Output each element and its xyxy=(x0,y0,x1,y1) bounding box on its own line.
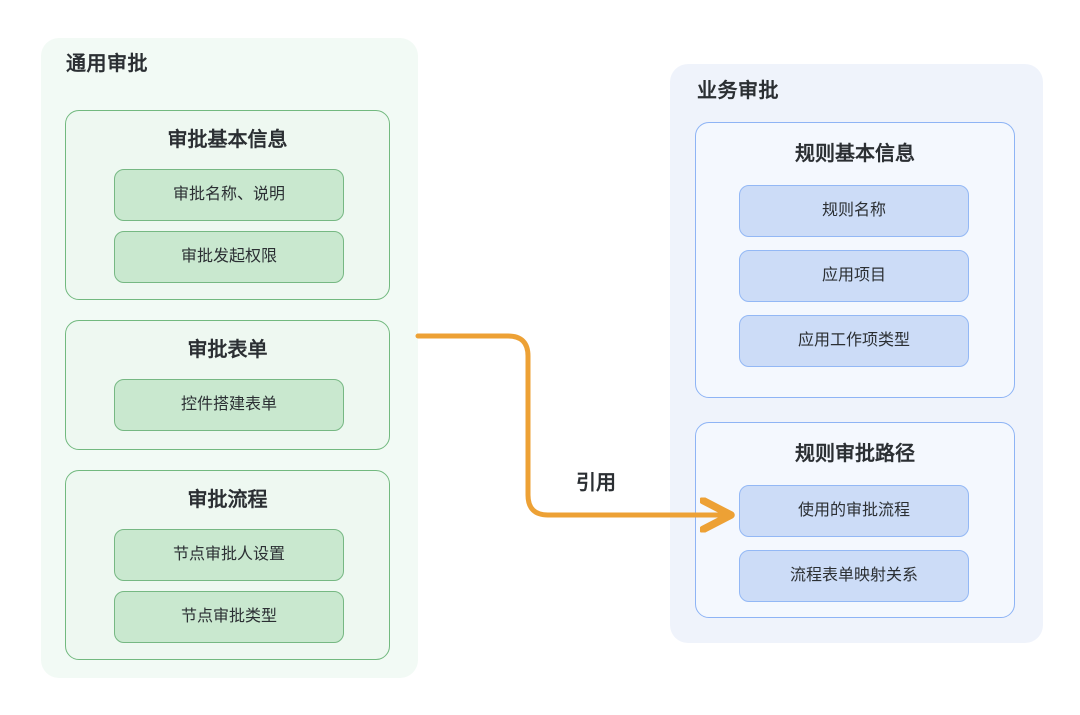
card-approval-flow[interactable]: 审批流程 节点审批人设置 节点审批类型 xyxy=(65,470,390,660)
chip-approval-name-desc[interactable]: 审批名称、说明 xyxy=(114,169,344,221)
connector-label-reference: 引用 xyxy=(572,470,620,496)
group-panel-business-approval: 业务审批 规则基本信息 规则名称 应用项目 应用工作项类型 规则审批路径 使用的… xyxy=(670,64,1043,643)
chip-applied-project[interactable]: 应用项目 xyxy=(739,250,969,302)
chip-applied-workitem-type[interactable]: 应用工作项类型 xyxy=(739,315,969,367)
chip-approval-initiate-permission[interactable]: 审批发起权限 xyxy=(114,231,344,283)
card-title-rule-basic-info: 规则基本信息 xyxy=(795,143,915,165)
group-title-general-approval: 通用审批 xyxy=(66,53,148,75)
card-title-rule-approval-path: 规则审批路径 xyxy=(795,443,915,465)
chip-used-approval-flow[interactable]: 使用的审批流程 xyxy=(739,485,969,537)
card-title-approval-basic-info: 审批基本信息 xyxy=(167,129,288,151)
chip-flow-form-mapping[interactable]: 流程表单映射关系 xyxy=(739,550,969,602)
card-approval-form[interactable]: 审批表单 控件搭建表单 xyxy=(65,320,390,450)
group-panel-general-approval: 通用审批 审批基本信息 审批名称、说明 审批发起权限 审批表单 控件搭建表单 审… xyxy=(41,38,418,678)
chip-rule-name[interactable]: 规则名称 xyxy=(739,185,969,237)
chip-node-approval-type[interactable]: 节点审批类型 xyxy=(114,591,344,643)
card-rule-approval-path[interactable]: 规则审批路径 使用的审批流程 流程表单映射关系 xyxy=(695,422,1015,618)
chip-widget-build-form[interactable]: 控件搭建表单 xyxy=(114,379,344,431)
chip-node-approver-setting[interactable]: 节点审批人设置 xyxy=(114,529,344,581)
card-title-approval-flow: 审批流程 xyxy=(187,489,268,511)
card-title-approval-form: 审批表单 xyxy=(187,339,268,361)
card-rule-basic-info[interactable]: 规则基本信息 规则名称 应用项目 应用工作项类型 xyxy=(695,122,1015,398)
group-title-business-approval: 业务审批 xyxy=(697,80,779,102)
card-approval-basic-info[interactable]: 审批基本信息 审批名称、说明 审批发起权限 xyxy=(65,110,390,300)
